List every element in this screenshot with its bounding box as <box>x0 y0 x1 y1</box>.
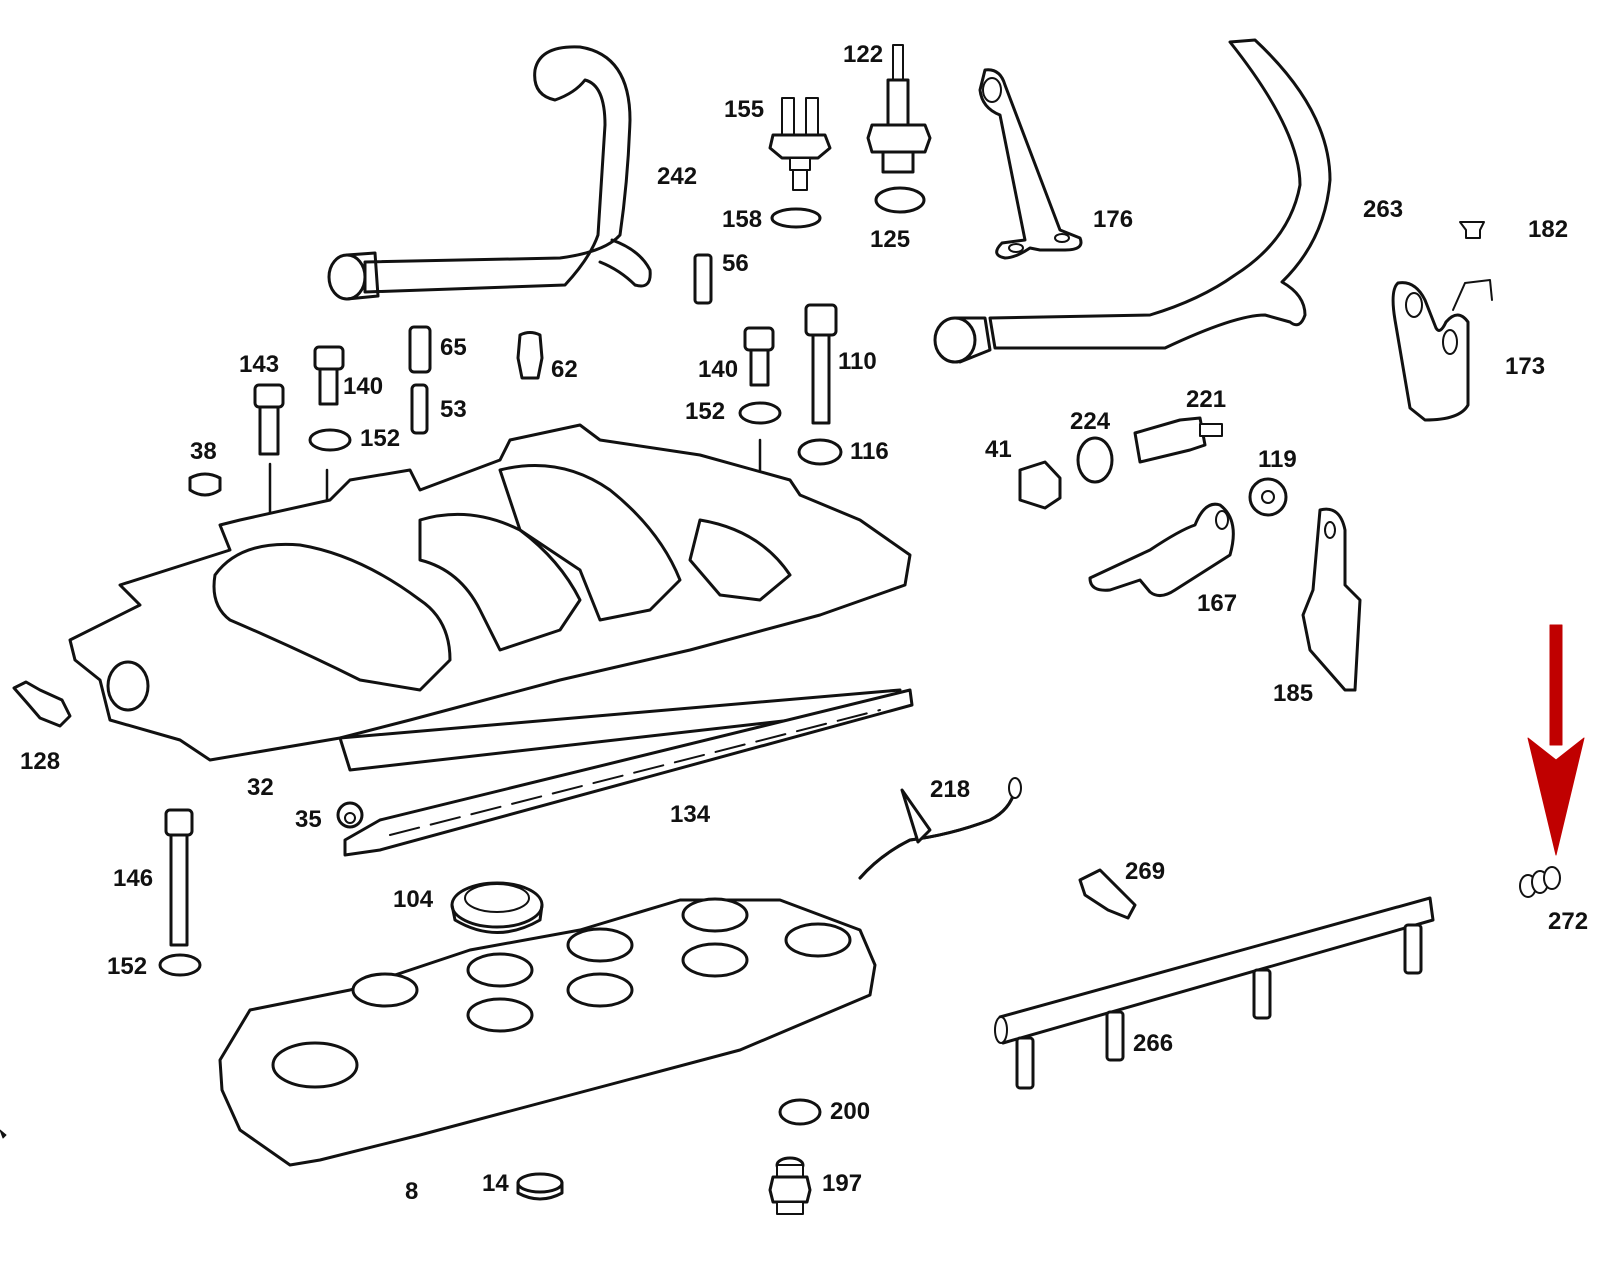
bolt-110[interactable] <box>804 303 838 425</box>
cap-38[interactable] <box>188 472 222 497</box>
screw-plug-197[interactable] <box>768 1156 812 1215</box>
dowel-pin-65[interactable] <box>408 325 432 374</box>
label-41[interactable]: 41 <box>985 436 1012 463</box>
label-185[interactable]: 185 <box>1273 680 1314 707</box>
temperature-switch-122[interactable] <box>866 44 932 174</box>
intake-manifold-upper-32[interactable] <box>68 423 912 772</box>
label-155[interactable]: 155 <box>724 96 765 123</box>
label-266[interactable]: 266 <box>1133 1030 1174 1057</box>
label-32[interactable]: 32 <box>247 774 274 801</box>
label-125[interactable]: 125 <box>870 226 911 253</box>
dowel-pin-56[interactable] <box>693 253 713 305</box>
washer-152-right[interactable] <box>738 401 782 425</box>
pipe-218[interactable] <box>858 777 1022 880</box>
label-53[interactable]: 53 <box>440 396 467 423</box>
label-56[interactable]: 56 <box>722 250 749 277</box>
label-152-right[interactable]: 152 <box>685 398 726 425</box>
sleeve-62[interactable] <box>516 331 544 380</box>
label-140-right[interactable]: 140 <box>698 356 739 383</box>
label-200[interactable]: 200 <box>830 1098 871 1125</box>
label-122[interactable]: 122 <box>843 41 884 68</box>
label-224[interactable]: 224 <box>1070 408 1111 435</box>
seal-ring-158[interactable] <box>770 207 822 229</box>
washer-152-left[interactable] <box>308 428 352 452</box>
label-176[interactable]: 176 <box>1093 206 1134 233</box>
clip-182[interactable] <box>1459 221 1485 239</box>
bolt-146[interactable] <box>164 808 194 947</box>
label-167[interactable]: 167 <box>1197 590 1238 617</box>
label-14[interactable]: 14 <box>482 1170 509 1197</box>
label-182[interactable]: 182 <box>1528 216 1569 243</box>
fitting-221[interactable] <box>1133 416 1223 464</box>
dowel-pin-53[interactable] <box>410 383 429 435</box>
hose-263[interactable] <box>933 38 1332 364</box>
intake-manifold-lower-8[interactable] <box>218 897 877 1167</box>
label-65[interactable]: 65 <box>440 334 467 361</box>
seal-ring-224[interactable] <box>1076 436 1114 484</box>
label-269[interactable]: 269 <box>1125 858 1166 885</box>
label-140-left[interactable]: 140 <box>343 373 384 400</box>
edge-mark <box>0 1129 7 1139</box>
bolt-140-left[interactable] <box>313 345 345 406</box>
label-8[interactable]: 8 <box>405 1178 419 1205</box>
label-197[interactable]: 197 <box>822 1170 863 1197</box>
label-152-left[interactable]: 152 <box>360 425 401 452</box>
rubber-mount-119[interactable] <box>1248 477 1288 517</box>
label-110[interactable]: 110 <box>838 348 877 375</box>
seal-ring-125[interactable] <box>874 186 926 214</box>
label-104[interactable]: 104 <box>393 886 434 913</box>
screw-plug-41[interactable] <box>1018 460 1062 510</box>
label-35[interactable]: 35 <box>295 806 322 833</box>
bolt-143[interactable] <box>253 383 285 456</box>
connector-128[interactable] <box>12 680 72 728</box>
bracket-167[interactable] <box>1088 502 1235 597</box>
fuel-rail-266[interactable] <box>994 896 1435 1090</box>
cap-272[interactable] <box>1519 866 1561 898</box>
washer-152-lower[interactable] <box>158 953 202 977</box>
label-152-lower[interactable]: 152 <box>107 953 148 980</box>
gasket-134[interactable] <box>343 688 914 857</box>
label-128[interactable]: 128 <box>20 748 61 775</box>
label-116[interactable]: 116 <box>850 438 889 465</box>
label-38[interactable]: 38 <box>190 438 217 465</box>
highlight-arrow-icon <box>1527 624 1585 856</box>
seal-ring-104[interactable] <box>450 881 544 934</box>
label-119[interactable]: 119 <box>1258 446 1297 473</box>
label-272[interactable]: 272 <box>1548 908 1589 935</box>
label-221[interactable]: 221 <box>1186 386 1227 413</box>
label-134[interactable]: 134 <box>670 801 711 828</box>
plug-14[interactable] <box>516 1172 564 1201</box>
fitting-269[interactable] <box>1078 868 1137 920</box>
bracket-173[interactable] <box>1391 279 1493 422</box>
label-242[interactable]: 242 <box>657 163 698 190</box>
label-158[interactable]: 158 <box>722 206 763 233</box>
bracket-176[interactable] <box>978 68 1083 260</box>
temperature-sensor-155[interactable] <box>768 97 832 191</box>
washer-116[interactable] <box>797 438 843 466</box>
label-146[interactable]: 146 <box>113 865 154 892</box>
seal-ring-200[interactable] <box>778 1098 822 1126</box>
label-263[interactable]: 263 <box>1363 196 1404 223</box>
bracket-185[interactable] <box>1301 507 1362 692</box>
bolt-140-right[interactable] <box>743 326 775 387</box>
label-143[interactable]: 143 <box>239 351 280 378</box>
label-62[interactable]: 62 <box>551 356 578 383</box>
cap-35[interactable] <box>336 801 364 829</box>
hose-242[interactable] <box>327 45 652 301</box>
label-173[interactable]: 173 <box>1505 353 1546 380</box>
label-218[interactable]: 218 <box>930 776 971 803</box>
